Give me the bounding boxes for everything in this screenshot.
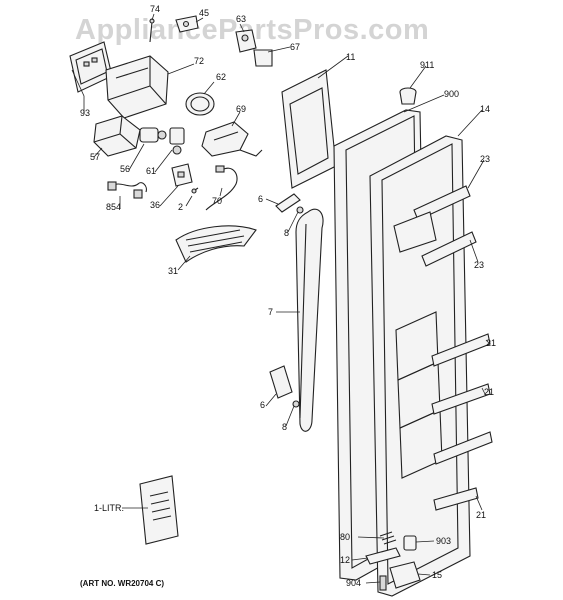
callout-854: 854 — [106, 202, 122, 212]
part-8-screw-top[interactable] — [296, 206, 304, 214]
part-69-actuator[interactable] — [201, 121, 263, 157]
callout-61: 61 — [146, 166, 157, 176]
part-1-litr-literature[interactable] — [139, 475, 179, 545]
part-57-duct[interactable] — [93, 115, 141, 157]
part-6-handle-cap-bottom[interactable] — [269, 365, 293, 399]
part-904-pin[interactable] — [379, 575, 387, 591]
callout-15: 15 — [432, 570, 443, 580]
part-903-bushing[interactable] — [403, 535, 417, 551]
callout-56: 56 — [120, 164, 131, 174]
callout-93: 93 — [80, 108, 91, 118]
callout-21-middle: 21 — [484, 387, 495, 397]
part-80-spring[interactable] — [379, 531, 397, 545]
part-8-screw-bottom[interactable] — [292, 400, 300, 408]
part-11-dispenser-recess[interactable] — [281, 69, 337, 189]
callout-45: 45 — [199, 8, 210, 18]
callout-31: 31 — [168, 266, 179, 276]
callout-6-lower: 6 — [260, 400, 266, 410]
callout-70: 70 — [212, 196, 223, 206]
callout-12: 12 — [340, 555, 351, 565]
callout-900: 900 — [444, 89, 460, 99]
callout-72: 72 — [194, 56, 205, 66]
callout-904: 904 — [346, 578, 362, 588]
part-72-dispenser-housing[interactable] — [105, 55, 169, 119]
part-7-handle[interactable] — [295, 208, 324, 432]
callout-911: 911 — [420, 60, 435, 70]
callout-903: 903 — [436, 536, 452, 546]
callout-8-upper: 8 — [284, 228, 290, 238]
callout-62: 62 — [216, 72, 227, 82]
callout-67: 67 — [290, 42, 301, 52]
part-45-bracket[interactable] — [175, 15, 199, 33]
callout-57: 57 — [90, 152, 101, 162]
leader-lines — [71, 13, 491, 584]
callout-1-litr: 1-LITR. — [94, 503, 125, 513]
callout-14: 14 — [480, 104, 491, 114]
part-23-shelf-top[interactable] — [393, 185, 471, 253]
callout-69: 69 — [236, 104, 247, 114]
callout-11: 11 — [346, 52, 356, 62]
callout-21-upper: 21 — [486, 338, 497, 348]
part-2-screw[interactable] — [191, 187, 199, 194]
part-6-handle-cap-top[interactable] — [275, 193, 301, 213]
callout-63: 63 — [236, 14, 247, 24]
callout-23-upper: 23 — [480, 154, 491, 164]
part-36-switch[interactable] — [171, 163, 193, 187]
callout-80: 80 — [340, 532, 351, 542]
callout-7: 7 — [268, 307, 274, 317]
part-93-control-board[interactable] — [69, 41, 113, 93]
part-12-hinge[interactable] — [365, 547, 401, 565]
callout-2: 2 — [178, 202, 184, 212]
part-63-67-switch[interactable] — [235, 29, 273, 67]
part-31-grille[interactable] — [175, 225, 257, 263]
art-number: (ART NO. WR20704 C) — [80, 579, 165, 588]
part-23-shelf-mid[interactable] — [421, 231, 477, 267]
part-74-screw[interactable] — [149, 18, 155, 43]
part-854-wire[interactable] — [107, 181, 147, 199]
callout-8-lower: 8 — [282, 422, 288, 432]
part-21-bar-3[interactable] — [433, 431, 493, 465]
callout-21-lower: 21 — [476, 510, 487, 520]
callout-6-upper: 6 — [258, 194, 264, 204]
part-21-bar-bottom[interactable] — [433, 487, 479, 511]
part-56-motor[interactable] — [139, 127, 167, 143]
part-15-hinge-block[interactable] — [389, 561, 421, 589]
part-61-solenoid[interactable] — [169, 127, 185, 155]
part-14-door-liner[interactable] — [369, 135, 471, 597]
callout-23-lower: 23 — [474, 260, 485, 270]
callout-36: 36 — [150, 200, 161, 210]
callout-74: 74 — [150, 4, 161, 14]
part-70-harness[interactable] — [205, 165, 238, 211]
part-21-bar-2[interactable] — [431, 383, 491, 415]
part-62-ring[interactable] — [185, 92, 215, 116]
part-911-cap[interactable] — [399, 87, 417, 105]
